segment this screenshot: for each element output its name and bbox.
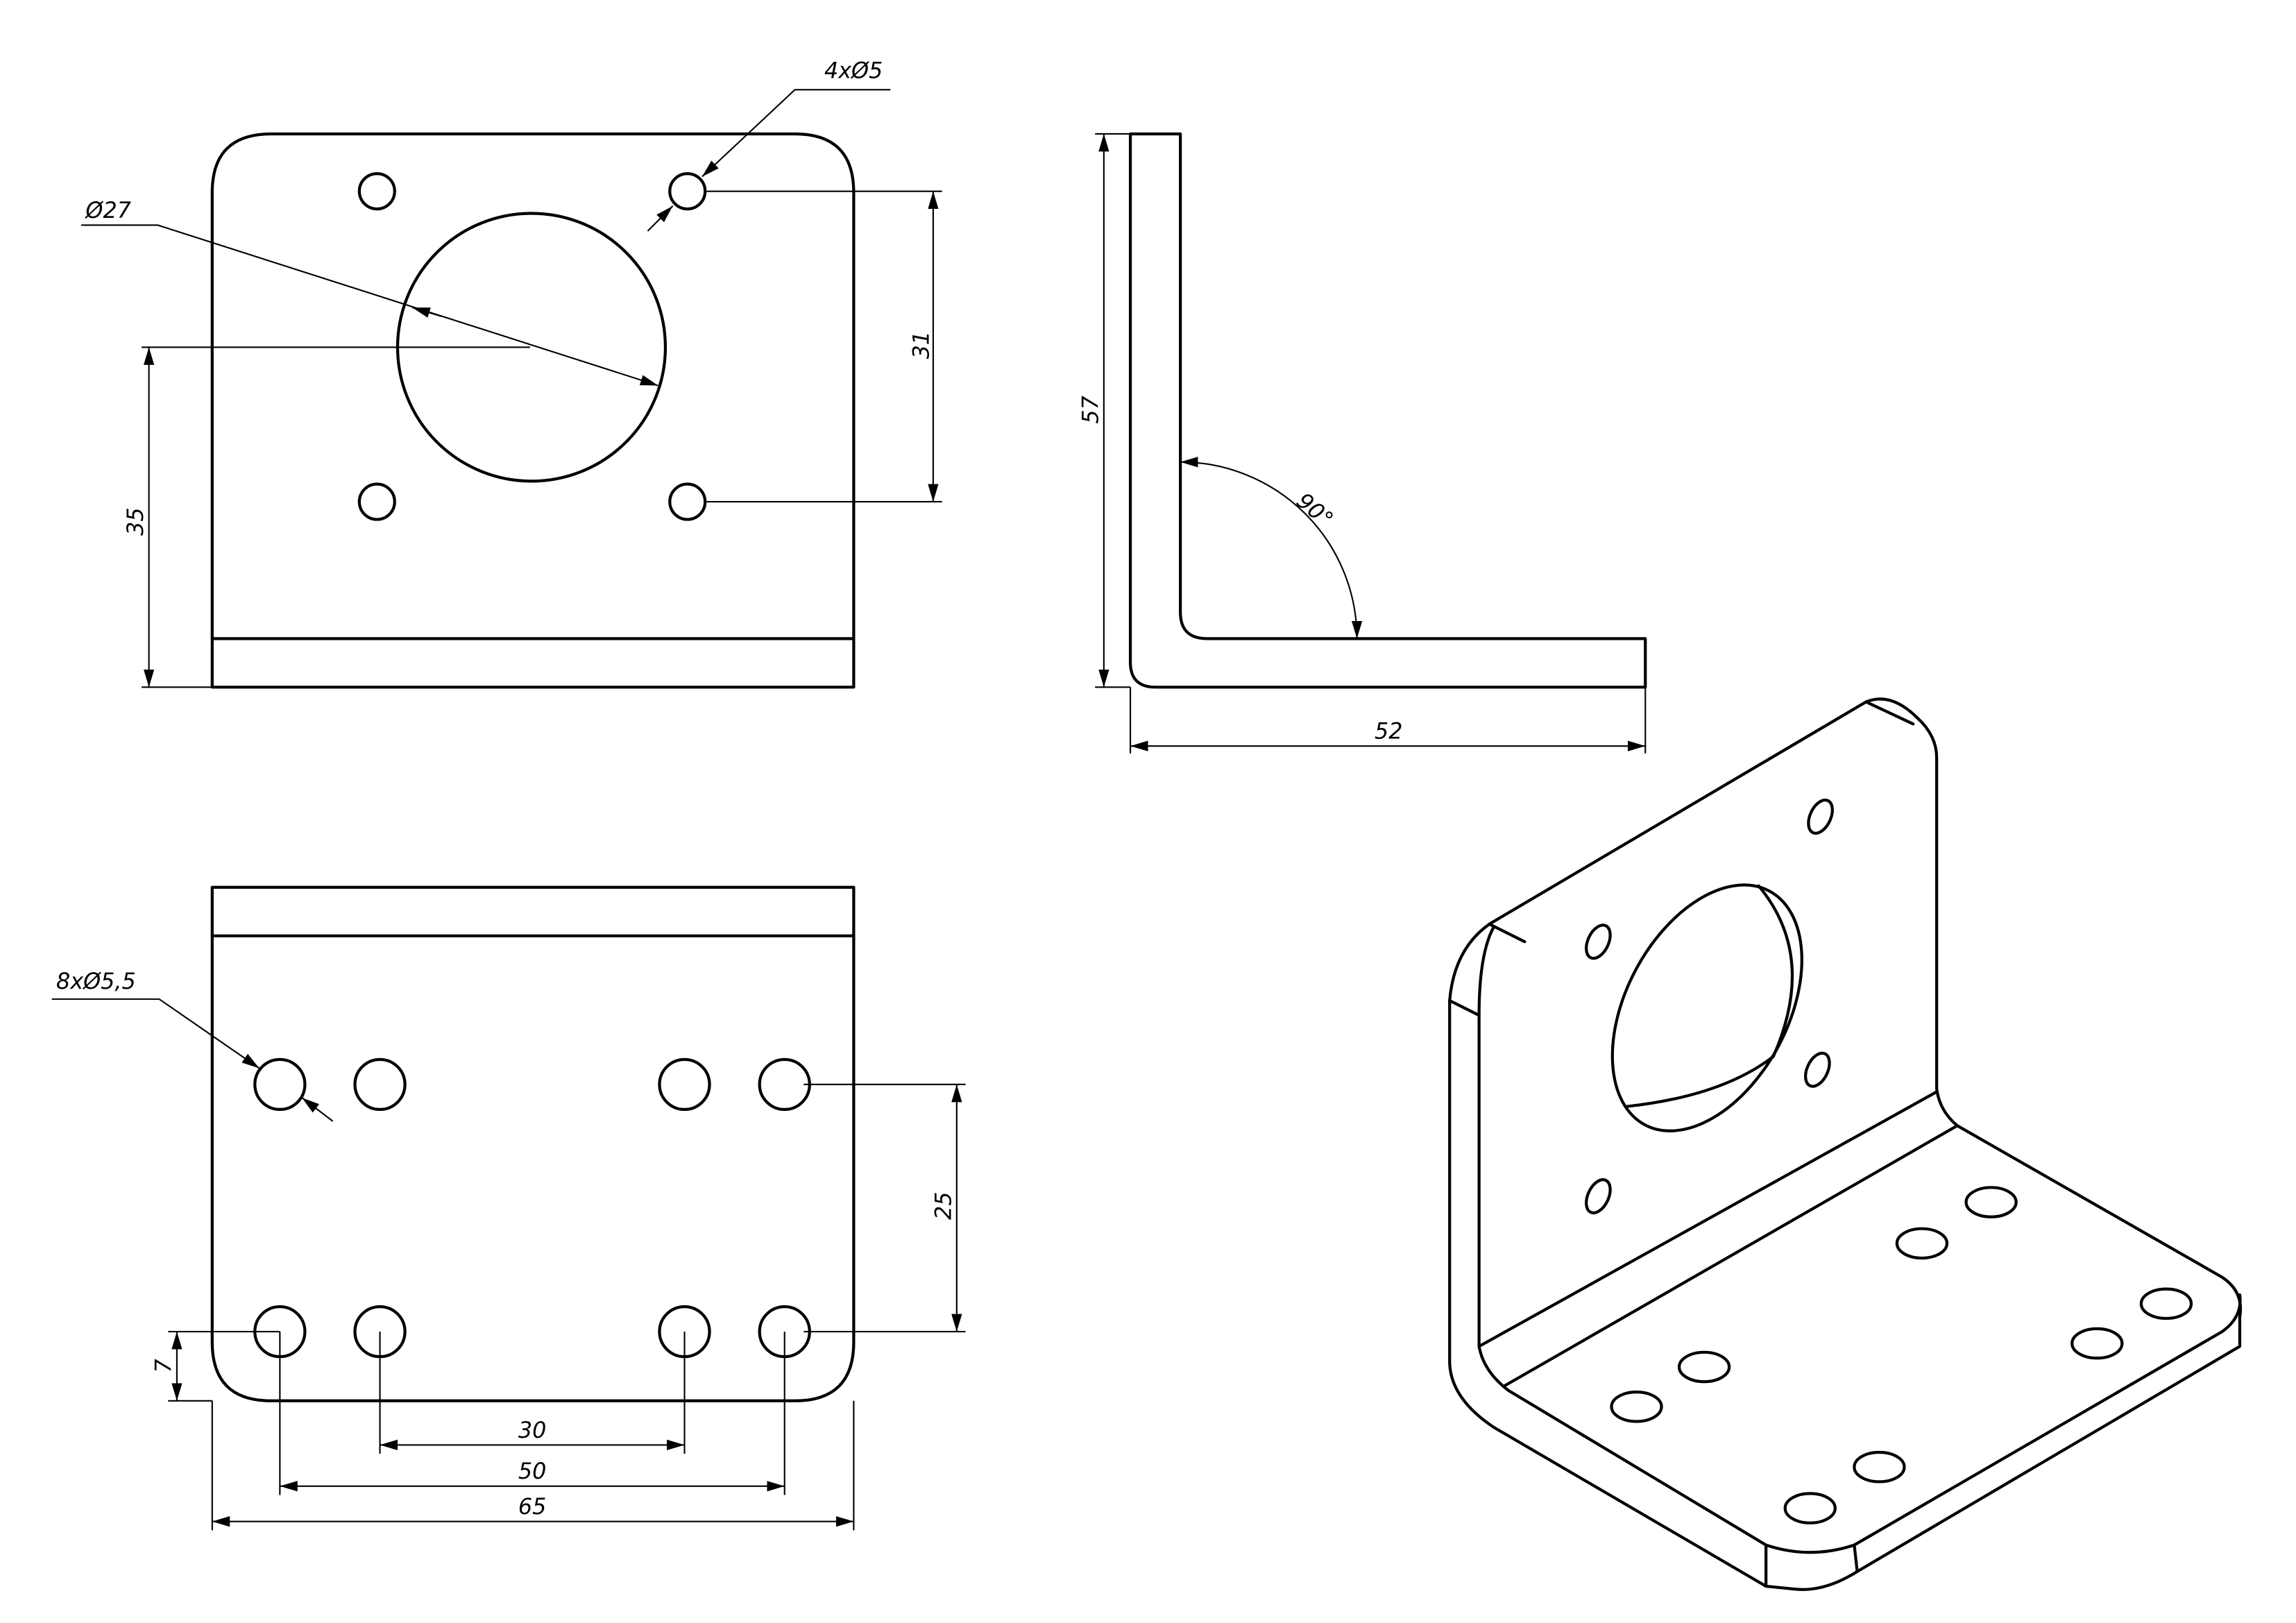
side-view: 57 90° 52 [1078, 132, 1647, 754]
iso-base-thickness [1853, 1543, 1859, 1573]
iso-base-hole [1677, 1350, 1731, 1384]
hole-leader-arrow [647, 205, 674, 232]
iso-top-edge [1864, 700, 1915, 726]
dim-35: 35 [123, 507, 148, 535]
iso-bend-line [1502, 1124, 1959, 1388]
mount-hole [357, 482, 396, 521]
base-hole [758, 1057, 811, 1112]
base-hole [253, 1057, 307, 1112]
bottom-view: 8xØ5,5 25 7 30 50 65 [51, 885, 966, 1531]
dim-angle: 90° [1291, 488, 1338, 533]
iso-base-hole [1783, 1492, 1837, 1524]
hole-leader [701, 89, 891, 178]
iso-bend-line [1477, 1090, 1939, 1348]
dim-65: 65 [518, 1494, 546, 1520]
base-hole-callout: 8xØ5,5 [56, 969, 136, 994]
base-hole-leader [51, 998, 260, 1069]
front-view: Ø27 4xØ5 31 35 [81, 58, 942, 689]
dim-57: 57 [1078, 396, 1103, 423]
iso-base-hole [1895, 1227, 1949, 1260]
iso-base-hole [2070, 1327, 2124, 1360]
dim-31: 31 [909, 331, 935, 359]
bore-callout: Ø27 [84, 198, 131, 223]
bore-leader [81, 224, 658, 386]
isometric-view [1448, 697, 2243, 1591]
iso-base-hole [1853, 1450, 1906, 1484]
base-outline [210, 885, 856, 1402]
dim-25: 25 [930, 1191, 956, 1219]
iso-bore-depth [1624, 884, 1794, 1108]
iso-base-hole [1610, 1390, 1663, 1423]
dim-30: 30 [518, 1418, 546, 1443]
dim-50: 50 [518, 1459, 546, 1484]
mount-hole [668, 482, 707, 521]
base-hole [353, 1057, 407, 1112]
plate-outline [210, 132, 856, 689]
iso-base-hole [1964, 1186, 2018, 1218]
dim-7: 7 [151, 1359, 176, 1373]
mount-hole [357, 172, 396, 211]
angle-arc [1180, 457, 1363, 639]
iso-plate-edge [1477, 925, 1495, 1348]
base-hole-leader-arrow [301, 1097, 334, 1122]
bore-leader-arrow [411, 307, 442, 318]
iso-silhouette [1448, 697, 2243, 1591]
hole-callout: 4xØ5 [824, 58, 883, 83]
iso-bore [1610, 883, 1803, 1132]
iso-mount-hole [1804, 1051, 1831, 1088]
iso-mount-hole [1585, 1178, 1612, 1215]
l-profile [1128, 132, 1647, 689]
iso-mount-hole [1585, 924, 1612, 960]
mount-hole [668, 172, 707, 211]
iso-fillet-edge [1448, 999, 1481, 1017]
iso-base-edge [1477, 1293, 2242, 1554]
iso-base-hole [2139, 1287, 2193, 1320]
dim-52: 52 [1375, 719, 1402, 745]
base-hole [658, 1057, 711, 1112]
iso-top-edge [1488, 922, 1527, 944]
iso-mount-hole [1807, 798, 1834, 835]
